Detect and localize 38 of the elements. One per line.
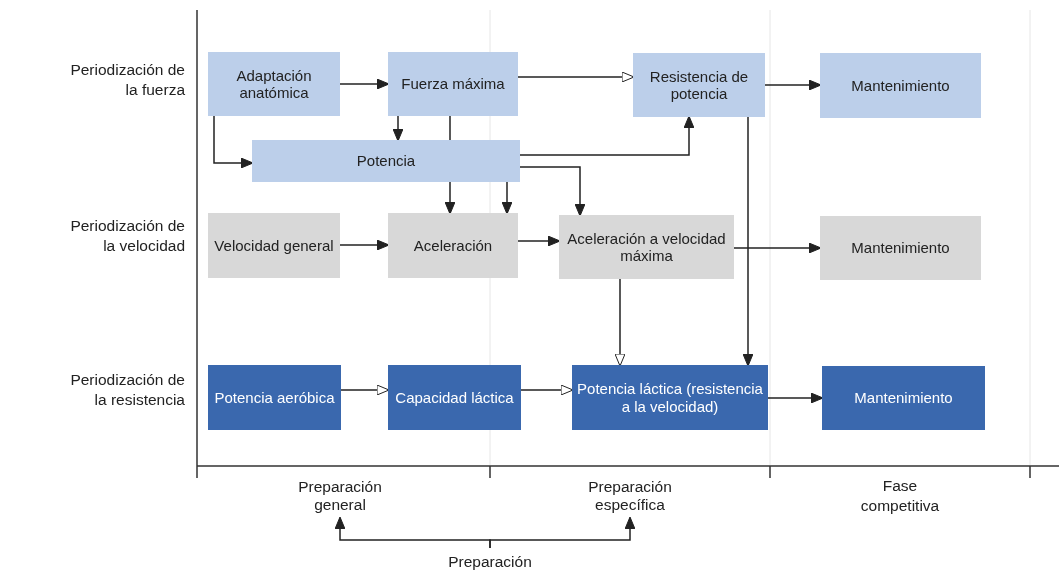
arrow	[392, 115, 404, 142]
arrow	[339, 239, 390, 251]
arrow	[340, 384, 390, 396]
arrow	[614, 278, 626, 367]
arrow	[517, 235, 561, 247]
process-box: Mantenimiento	[820, 53, 981, 118]
arrow	[517, 71, 635, 83]
phase-label: Preparación	[430, 548, 550, 576]
process-box: Adaptación anatómica	[208, 52, 340, 116]
process-box: Aceleración a velocidad máxima	[559, 215, 734, 279]
process-box: Potencia	[252, 140, 520, 182]
arrow	[520, 384, 574, 396]
process-box: Fuerza máxima	[388, 52, 518, 116]
process-box: Velocidad general	[208, 213, 340, 278]
process-box: Resistencia de potencia	[633, 53, 765, 117]
row-label: Periodización de la fuerza	[69, 60, 185, 101]
arrow	[213, 115, 254, 169]
process-box: Potencia láctica (resistencia a la velocidad)	[572, 365, 768, 430]
process-box: Potencia aeróbica	[208, 365, 341, 430]
arrow	[519, 115, 695, 156]
arrow	[519, 166, 586, 217]
process-box: Mantenimiento	[820, 216, 981, 280]
arrow	[764, 79, 822, 91]
row-label: Periodización de la velocidad	[69, 216, 185, 257]
arrow	[742, 116, 754, 367]
row-label: Periodización de la resistencia	[69, 370, 185, 411]
arrow	[444, 181, 456, 215]
arrow	[733, 242, 822, 254]
phase-label: Fase competitiva	[859, 476, 941, 517]
process-box: Capacidad láctica	[388, 365, 521, 430]
arrow	[767, 392, 824, 404]
arrow	[339, 78, 390, 90]
arrow	[489, 516, 636, 549]
phase-label: Preparación general	[270, 474, 410, 518]
process-box: Aceleración	[388, 213, 518, 278]
phase-label: Preparación específica	[560, 474, 700, 518]
process-box: Mantenimiento	[822, 366, 985, 430]
arrow	[501, 181, 513, 215]
